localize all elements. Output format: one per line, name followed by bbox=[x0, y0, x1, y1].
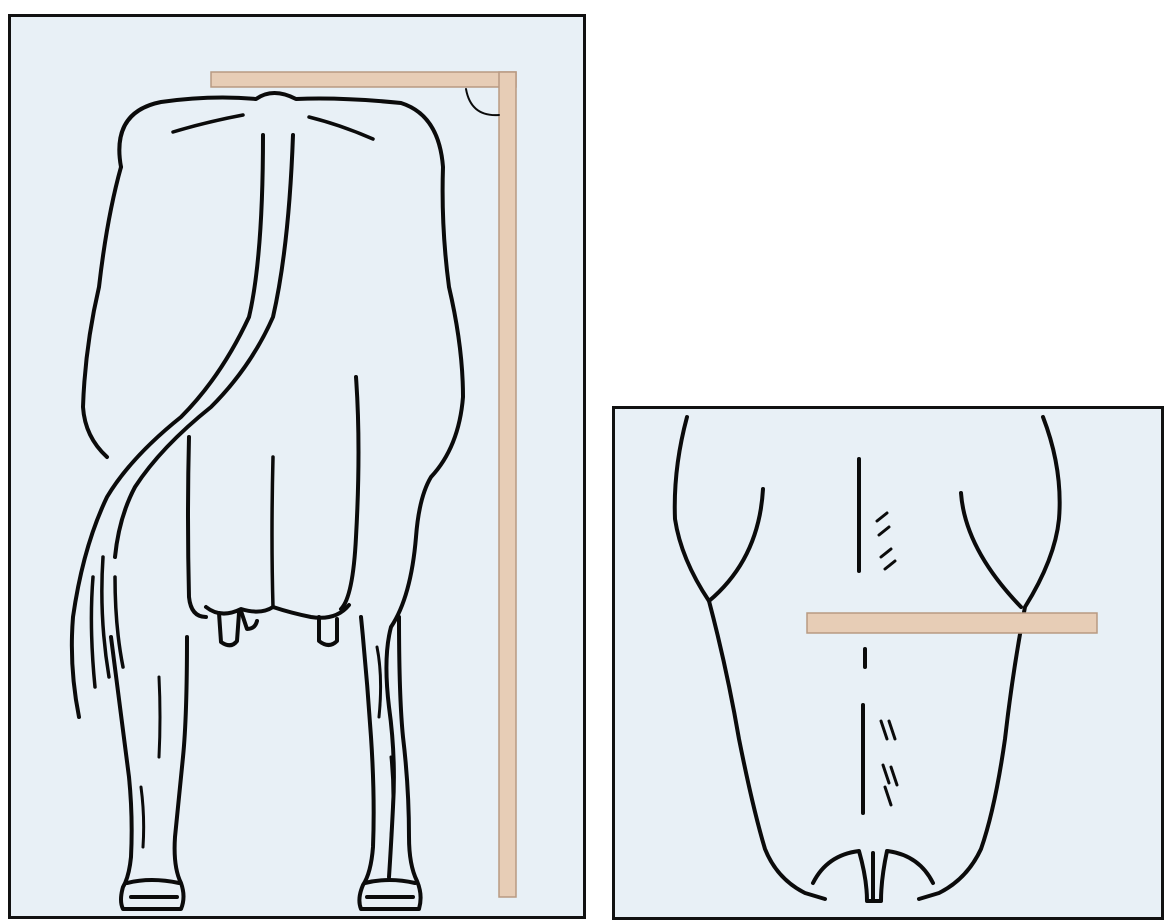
top-view-panel bbox=[612, 406, 1164, 920]
measuring-stick-vertical-post bbox=[499, 72, 516, 897]
panel-background bbox=[615, 409, 1161, 917]
width-measuring-stick bbox=[807, 613, 1097, 633]
panel-background bbox=[11, 17, 583, 916]
cow-center-line bbox=[272, 457, 273, 607]
top-view-drawing bbox=[615, 409, 1161, 917]
rear-view-panel bbox=[8, 14, 586, 919]
rear-view-drawing bbox=[11, 17, 583, 916]
measuring-stick-top-arm bbox=[211, 72, 516, 87]
